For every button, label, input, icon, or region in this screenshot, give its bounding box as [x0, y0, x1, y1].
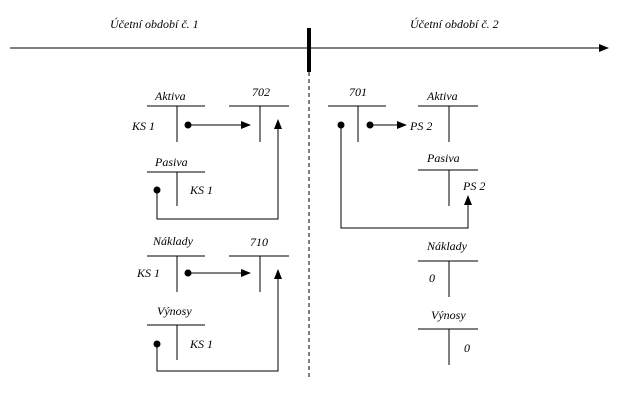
- t-account-title: Aktiva: [426, 89, 458, 103]
- period-2-accounts: 701 Aktiva PS 2 Pasiva PS 2 Náklady 0: [328, 85, 485, 365]
- t-account-702: 702: [229, 85, 289, 142]
- flow-pasiva-to-702: [156, 119, 282, 220]
- t-account-aktiva-p1: Aktiva KS 1: [131, 89, 205, 142]
- t-account-title: Pasiva: [426, 151, 460, 165]
- t-account-title: 710: [250, 235, 268, 249]
- period-1-accounts: Aktiva KS 1 702 Pasiva KS 1 Náklady KS 1: [131, 85, 289, 372]
- t-account-710: 710: [229, 235, 289, 292]
- t-account-title: Výnosy: [157, 304, 192, 318]
- period-2-label: Účetní období č. 2: [410, 17, 499, 31]
- t-account-title: Náklady: [426, 239, 468, 253]
- t-account-pasiva-p1: Pasiva KS 1: [147, 155, 213, 206]
- t-account-debit-label: 0: [429, 271, 435, 285]
- t-account-title: Pasiva: [154, 155, 188, 169]
- t-account-pasiva-p2: Pasiva PS 2: [418, 151, 485, 206]
- timeline: Účetní období č. 1 Účetní období č. 2: [10, 17, 609, 378]
- t-account-debit-label: KS 1: [131, 119, 155, 133]
- t-account-credit-label: PS 2: [462, 179, 485, 193]
- t-account-title: 702: [252, 85, 270, 99]
- flow-701-to-pasiva: [340, 125, 472, 229]
- t-account-credit-label: KS 1: [189, 337, 213, 351]
- period-1-label: Účetní období č. 1: [110, 17, 199, 31]
- t-account-vynosy-p2: Výnosy 0: [418, 308, 478, 365]
- t-account-naklady-p1: Náklady KS 1: [136, 234, 205, 292]
- t-account-aktiva-p2: Aktiva PS 2: [409, 89, 478, 142]
- t-account-vynosy-p1: Výnosy KS 1: [147, 304, 213, 360]
- flow-vynosy-to-710: [156, 269, 282, 372]
- t-account-701: 701: [328, 85, 386, 142]
- t-account-title: Aktiva: [154, 89, 186, 103]
- t-account-naklady-p2: Náklady 0: [418, 239, 478, 297]
- t-account-credit-label: KS 1: [189, 183, 213, 197]
- period-1-flows: [153, 119, 282, 372]
- t-account-debit-label: PS 2: [409, 119, 432, 133]
- t-account-credit-label: 0: [464, 341, 470, 355]
- t-account-title: 701: [349, 85, 367, 99]
- period-2-flows: [337, 121, 472, 229]
- t-account-debit-label: KS 1: [136, 266, 160, 280]
- t-account-title: Výnosy: [431, 308, 466, 322]
- t-account-title: Náklady: [152, 234, 194, 248]
